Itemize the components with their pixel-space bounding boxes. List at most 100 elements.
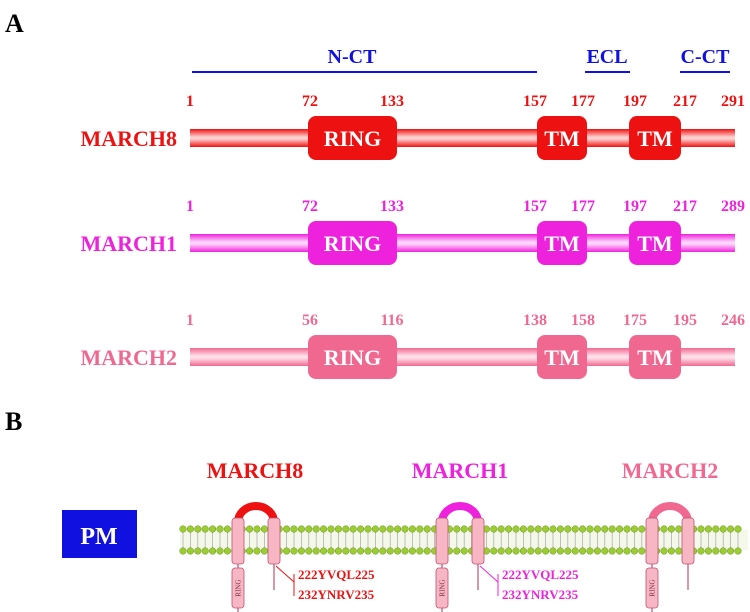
lipid-head	[608, 547, 616, 555]
lipid-head	[460, 547, 468, 555]
lipid-head	[379, 525, 387, 533]
residue-position: 56	[302, 312, 318, 329]
lipid-head	[194, 547, 202, 555]
lipid-head	[386, 547, 394, 555]
ring-label: RING	[235, 579, 243, 596]
lipid-head	[512, 525, 520, 533]
residue-position: 175	[623, 312, 647, 329]
region-label-c-ct: C-CT	[681, 46, 731, 68]
lipid-head	[675, 547, 683, 555]
lipid-head	[186, 547, 194, 555]
lipid-head	[727, 525, 735, 533]
panel-a-label: A	[5, 9, 24, 38]
lipid-head	[519, 525, 527, 533]
protein-name: MARCH8	[80, 126, 177, 151]
lipid-head	[712, 547, 720, 555]
lipid-head	[327, 525, 335, 533]
tm-domain	[629, 221, 681, 265]
lipid-head	[312, 547, 320, 555]
lipid-head	[697, 525, 705, 533]
lipid-head	[179, 525, 187, 533]
lipid-head	[593, 547, 601, 555]
residue-position: 177	[571, 93, 595, 110]
lipid-head	[312, 525, 320, 533]
tm-helix	[471, 517, 485, 565]
lipid-head	[638, 547, 646, 555]
lipid-head	[194, 525, 202, 533]
domain-label: RING	[324, 345, 381, 370]
lipid-head	[549, 547, 557, 555]
residue-position: 246	[721, 312, 745, 329]
tm-domain	[537, 221, 587, 265]
domain-label: TM	[544, 231, 580, 256]
lipid-head	[727, 547, 735, 555]
lipid-head	[490, 525, 498, 533]
lipid-head	[223, 547, 231, 555]
lipid-head	[667, 547, 675, 555]
domain-label: RING	[324, 231, 381, 256]
protein-name: MARCH2	[80, 345, 177, 370]
lipid-head	[334, 547, 342, 555]
domain-label: TM	[637, 126, 673, 151]
lipid-head	[342, 547, 350, 555]
lipid-head	[497, 525, 505, 533]
residue-position: 177	[571, 198, 595, 215]
residue-position: 291	[721, 93, 745, 110]
lipid-head	[519, 547, 527, 555]
lipid-head	[534, 525, 542, 533]
lipid-head	[334, 525, 342, 533]
lipid-head	[209, 525, 217, 533]
tm-domain	[629, 116, 681, 160]
tm-domain	[537, 116, 587, 160]
lipid-head	[349, 525, 357, 533]
lipid-head	[283, 525, 291, 533]
lipid-head	[357, 547, 365, 555]
lipid-head	[371, 525, 379, 533]
lipid-head	[697, 547, 705, 555]
lipid-head	[638, 525, 646, 533]
lipid-head	[542, 547, 550, 555]
lipid-head	[630, 547, 638, 555]
lipid-head	[408, 525, 416, 533]
residue-position: 197	[623, 93, 647, 110]
lipid-head	[601, 525, 609, 533]
lipid-head	[660, 525, 668, 533]
residue-position: 72	[302, 93, 318, 110]
tm-helix	[681, 517, 695, 565]
sorting-motif: 232YNRV235	[502, 587, 579, 602]
lipid-head	[734, 547, 742, 555]
lipid-head	[527, 547, 535, 555]
lipid-head	[608, 525, 616, 533]
tm-helix	[645, 517, 659, 565]
sorting-motif: 222YVQL225	[298, 567, 375, 582]
lipid-head	[305, 547, 313, 555]
residue-position: 158	[571, 312, 595, 329]
lipid-head	[512, 547, 520, 555]
lipid-head	[667, 525, 675, 533]
lipid-head	[305, 525, 313, 533]
lipid-head	[290, 547, 298, 555]
lipid-head	[505, 547, 513, 555]
ring-domain	[308, 335, 397, 379]
lipid-head	[579, 547, 587, 555]
lipid-head	[297, 525, 305, 533]
lipid-head	[623, 525, 631, 533]
lipid-head	[260, 547, 268, 555]
lipid-head	[564, 547, 572, 555]
lipid-head	[423, 525, 431, 533]
lipid-head	[394, 547, 402, 555]
lipid-head	[209, 547, 217, 555]
pm-box	[62, 510, 137, 558]
lipid-bilayer	[179, 525, 748, 555]
lipid-head	[719, 547, 727, 555]
lipid-head	[186, 525, 194, 533]
lipid-head	[201, 547, 209, 555]
lipid-head	[453, 547, 461, 555]
lipid-head	[719, 525, 727, 533]
lipid-head	[342, 525, 350, 533]
